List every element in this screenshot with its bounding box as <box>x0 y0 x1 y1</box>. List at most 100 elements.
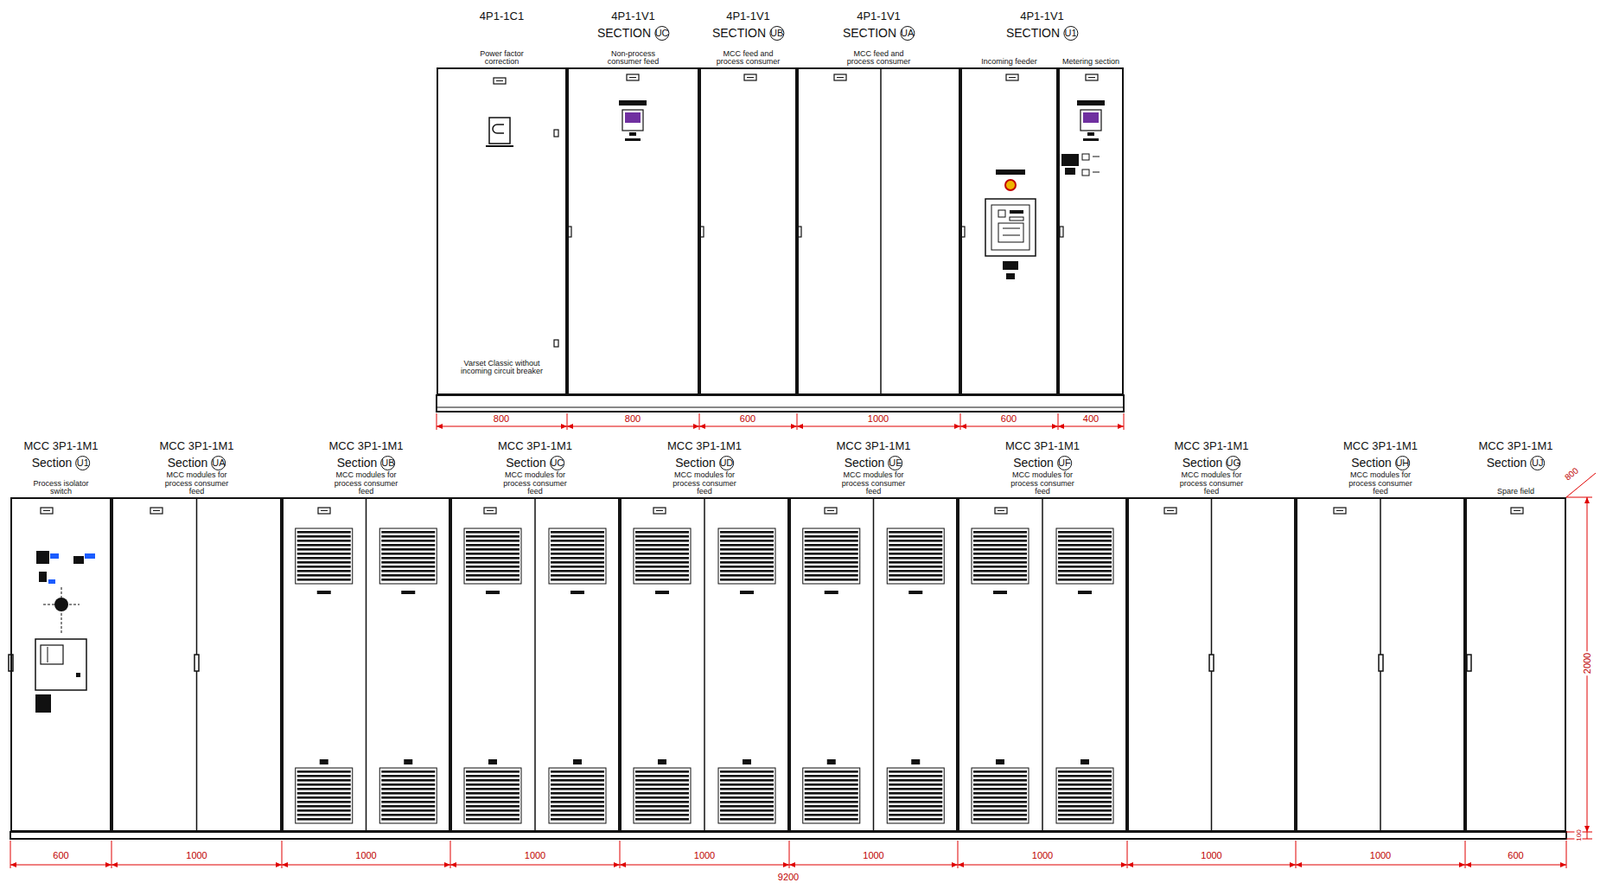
nameplate-line <box>43 509 51 511</box>
isolator-switch <box>76 672 81 677</box>
louver-slat <box>973 778 1027 782</box>
meter-display <box>1083 112 1099 123</box>
louver-slat <box>635 804 689 808</box>
cabinet-section: MCC 3P1-1M1SectionU1Process isolator swi… <box>10 497 112 832</box>
louver-slat <box>804 560 859 564</box>
louver-slat <box>465 573 520 577</box>
louver-slat <box>720 530 774 534</box>
dimension-arrow <box>693 423 700 429</box>
louver-slat <box>635 774 689 778</box>
assembly-code: MCC 3P1-1M1 <box>1005 439 1080 453</box>
door-split <box>534 497 536 832</box>
louver-slat <box>804 556 859 560</box>
section-heading: SectionUB <box>337 454 396 471</box>
louver-slat <box>804 565 859 568</box>
isolator-switch <box>35 638 87 690</box>
section-heading: SECTIONUA <box>842 25 915 41</box>
dimension-label: 2000 <box>1581 650 1593 676</box>
louver-slat <box>888 548 943 551</box>
assembly-code: 4P1-1V1 <box>1019 10 1065 23</box>
louver-slat <box>1058 552 1112 555</box>
cabinet-section: MCC 3P1-1M1SectionUGMCC modules for proc… <box>1127 497 1296 832</box>
louver-slat <box>804 548 859 551</box>
louver-slat <box>550 778 605 782</box>
section-heading: SECTIONUB <box>712 25 785 41</box>
louver-slat <box>297 813 351 816</box>
nameplate <box>824 507 837 514</box>
louver-slat <box>1058 796 1112 799</box>
ventilation-louver <box>803 528 861 584</box>
louver-slat <box>973 809 1027 812</box>
louver-slat <box>720 535 774 538</box>
cabinet-section: MCC 3P1-1M1SectionUAMCC modules for proc… <box>111 497 282 832</box>
louver-slat <box>635 787 689 791</box>
nameplate <box>318 507 331 514</box>
extension-line <box>111 840 113 868</box>
louver-slat <box>804 809 859 812</box>
louver-slat <box>465 552 520 555</box>
louver-bar <box>1077 590 1092 594</box>
plinth <box>10 831 1567 839</box>
louver-slat <box>635 560 689 564</box>
dimension-arrow <box>954 423 961 429</box>
ventilation-louver <box>548 528 606 584</box>
louver-slat <box>720 573 774 577</box>
control-device <box>1064 167 1076 175</box>
louver-slat <box>973 770 1027 773</box>
louver-slat <box>465 813 520 816</box>
louver-slat <box>465 578 520 581</box>
section-heading: SectionUH <box>1351 454 1410 471</box>
louver-slat <box>720 778 774 782</box>
louver-slat <box>635 770 689 773</box>
louver-slat <box>297 543 351 547</box>
louver-slat <box>550 573 605 577</box>
louver-bar <box>993 590 1008 594</box>
dimension-label: 1000 <box>692 849 717 861</box>
louver-slat <box>297 770 351 773</box>
louver-slat <box>720 560 774 564</box>
dimension-arrow <box>436 423 443 429</box>
assembly-code: MCC 3P1-1M1 <box>667 439 742 453</box>
louver-slat <box>297 530 351 534</box>
nameplate-line <box>1513 509 1521 511</box>
section-id-circle: UC <box>549 455 565 471</box>
extension-line <box>1123 413 1125 430</box>
dimension-label: 600 <box>738 413 758 424</box>
louver-bar <box>401 590 415 594</box>
door-split <box>879 67 882 396</box>
louver-slat <box>973 800 1027 804</box>
extension-line <box>281 840 283 868</box>
louver-slat <box>804 800 859 804</box>
ventilation-louver <box>886 528 944 584</box>
louver-slat <box>297 800 351 804</box>
cabinet-section: MCC 3P1-1M1SectionUJSpare field <box>1465 497 1567 832</box>
dimension-label: 800 <box>623 413 643 424</box>
dimension-arrow <box>796 423 804 429</box>
dimension-label: 1000 <box>860 849 886 861</box>
breaker-handle <box>1002 261 1019 270</box>
dimension-arrow <box>1465 861 1472 867</box>
louver-slat <box>550 535 605 538</box>
dimension-arrow <box>783 861 790 867</box>
dimension-label: 800 <box>491 413 511 424</box>
louver-slat <box>297 774 351 778</box>
louver-slat <box>720 817 774 821</box>
louver-slat <box>973 539 1027 542</box>
louver-slat <box>1058 770 1112 773</box>
door-handle <box>1466 654 1472 671</box>
nameplate-line <box>746 76 754 78</box>
louver-slat <box>635 791 689 795</box>
section-description: Power factor correction <box>470 50 535 67</box>
section-id-circle: UA <box>210 455 226 471</box>
louver-slat <box>465 804 520 808</box>
cabinet-section: 4P1-1C1Power factor correctionVarset Cla… <box>436 67 568 396</box>
louver-slat <box>465 778 520 782</box>
section-word: SECTION <box>842 25 897 40</box>
meter-frame <box>1077 100 1105 106</box>
control-device <box>84 553 96 559</box>
louver-slat <box>720 539 774 542</box>
section-heading: SectionUC <box>505 454 565 471</box>
switch-symbol <box>492 124 504 134</box>
section-id-circle: UJ <box>1529 455 1545 471</box>
louver-slat <box>381 778 435 782</box>
